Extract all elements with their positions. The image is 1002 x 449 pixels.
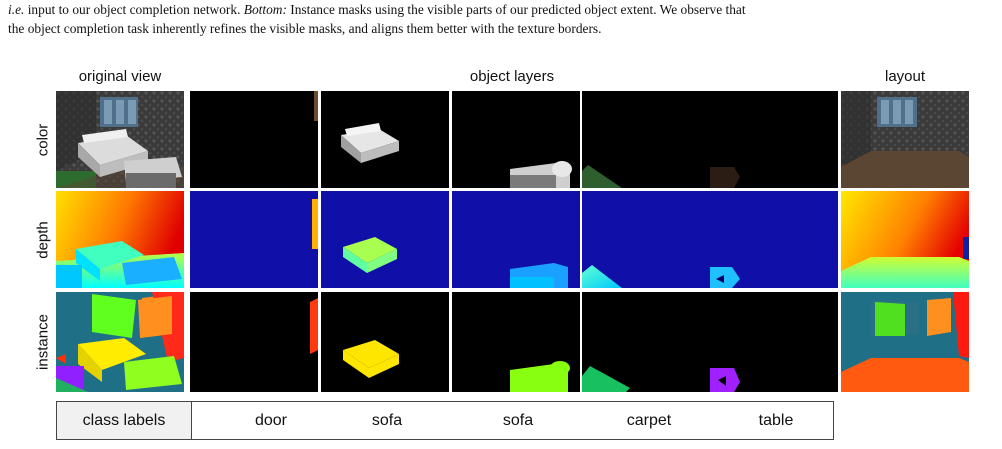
class-label-sofa-2: sofa	[502, 411, 534, 429]
instance-layer-door	[190, 292, 318, 392]
instance-original-view	[56, 292, 184, 392]
class-label-sofa-1: sofa	[371, 411, 403, 429]
depth-layer-sofa-1	[321, 191, 449, 288]
class-label-carpet: carpet	[626, 411, 672, 429]
instance-layer-sofa-2	[452, 292, 580, 392]
instance-layer-sofa-1	[321, 292, 449, 392]
row-label-color: color	[34, 123, 52, 156]
instance-layer-carpet	[582, 292, 710, 392]
color-layer-sofa-1	[321, 91, 449, 188]
class-labels-bar: class labels door sofa sofa carpet table	[56, 401, 834, 440]
row-label-instance: instance	[34, 314, 52, 370]
class-label-table: table	[758, 411, 794, 429]
color-original-view	[56, 91, 184, 188]
header-object-layers: object layers	[469, 68, 555, 85]
class-label-door: door	[254, 411, 288, 429]
figure-caption: i.e. input to our object completion netw…	[8, 0, 994, 38]
caption-line-2: the object completion task inherently re…	[8, 21, 602, 36]
caption-line-1: i.e. input to our object completion netw…	[8, 2, 746, 17]
header-original-view: original view	[78, 68, 162, 85]
header-layout: layout	[884, 68, 926, 85]
instance-layer-table	[710, 292, 838, 392]
depth-layer-sofa-2	[452, 191, 580, 288]
color-layer-sofa-2	[452, 91, 580, 188]
depth-original-view	[56, 191, 184, 288]
instance-layout	[841, 292, 969, 392]
class-labels-title: class labels	[57, 402, 192, 439]
depth-layer-table	[710, 191, 838, 288]
depth-layer-carpet	[582, 191, 710, 288]
depth-layer-door	[190, 191, 318, 288]
color-layout	[841, 91, 969, 188]
color-layer-carpet	[582, 91, 710, 188]
color-layer-table	[710, 91, 838, 188]
depth-layout	[841, 191, 969, 288]
row-label-depth: depth	[34, 220, 52, 259]
color-layer-door	[190, 91, 318, 188]
